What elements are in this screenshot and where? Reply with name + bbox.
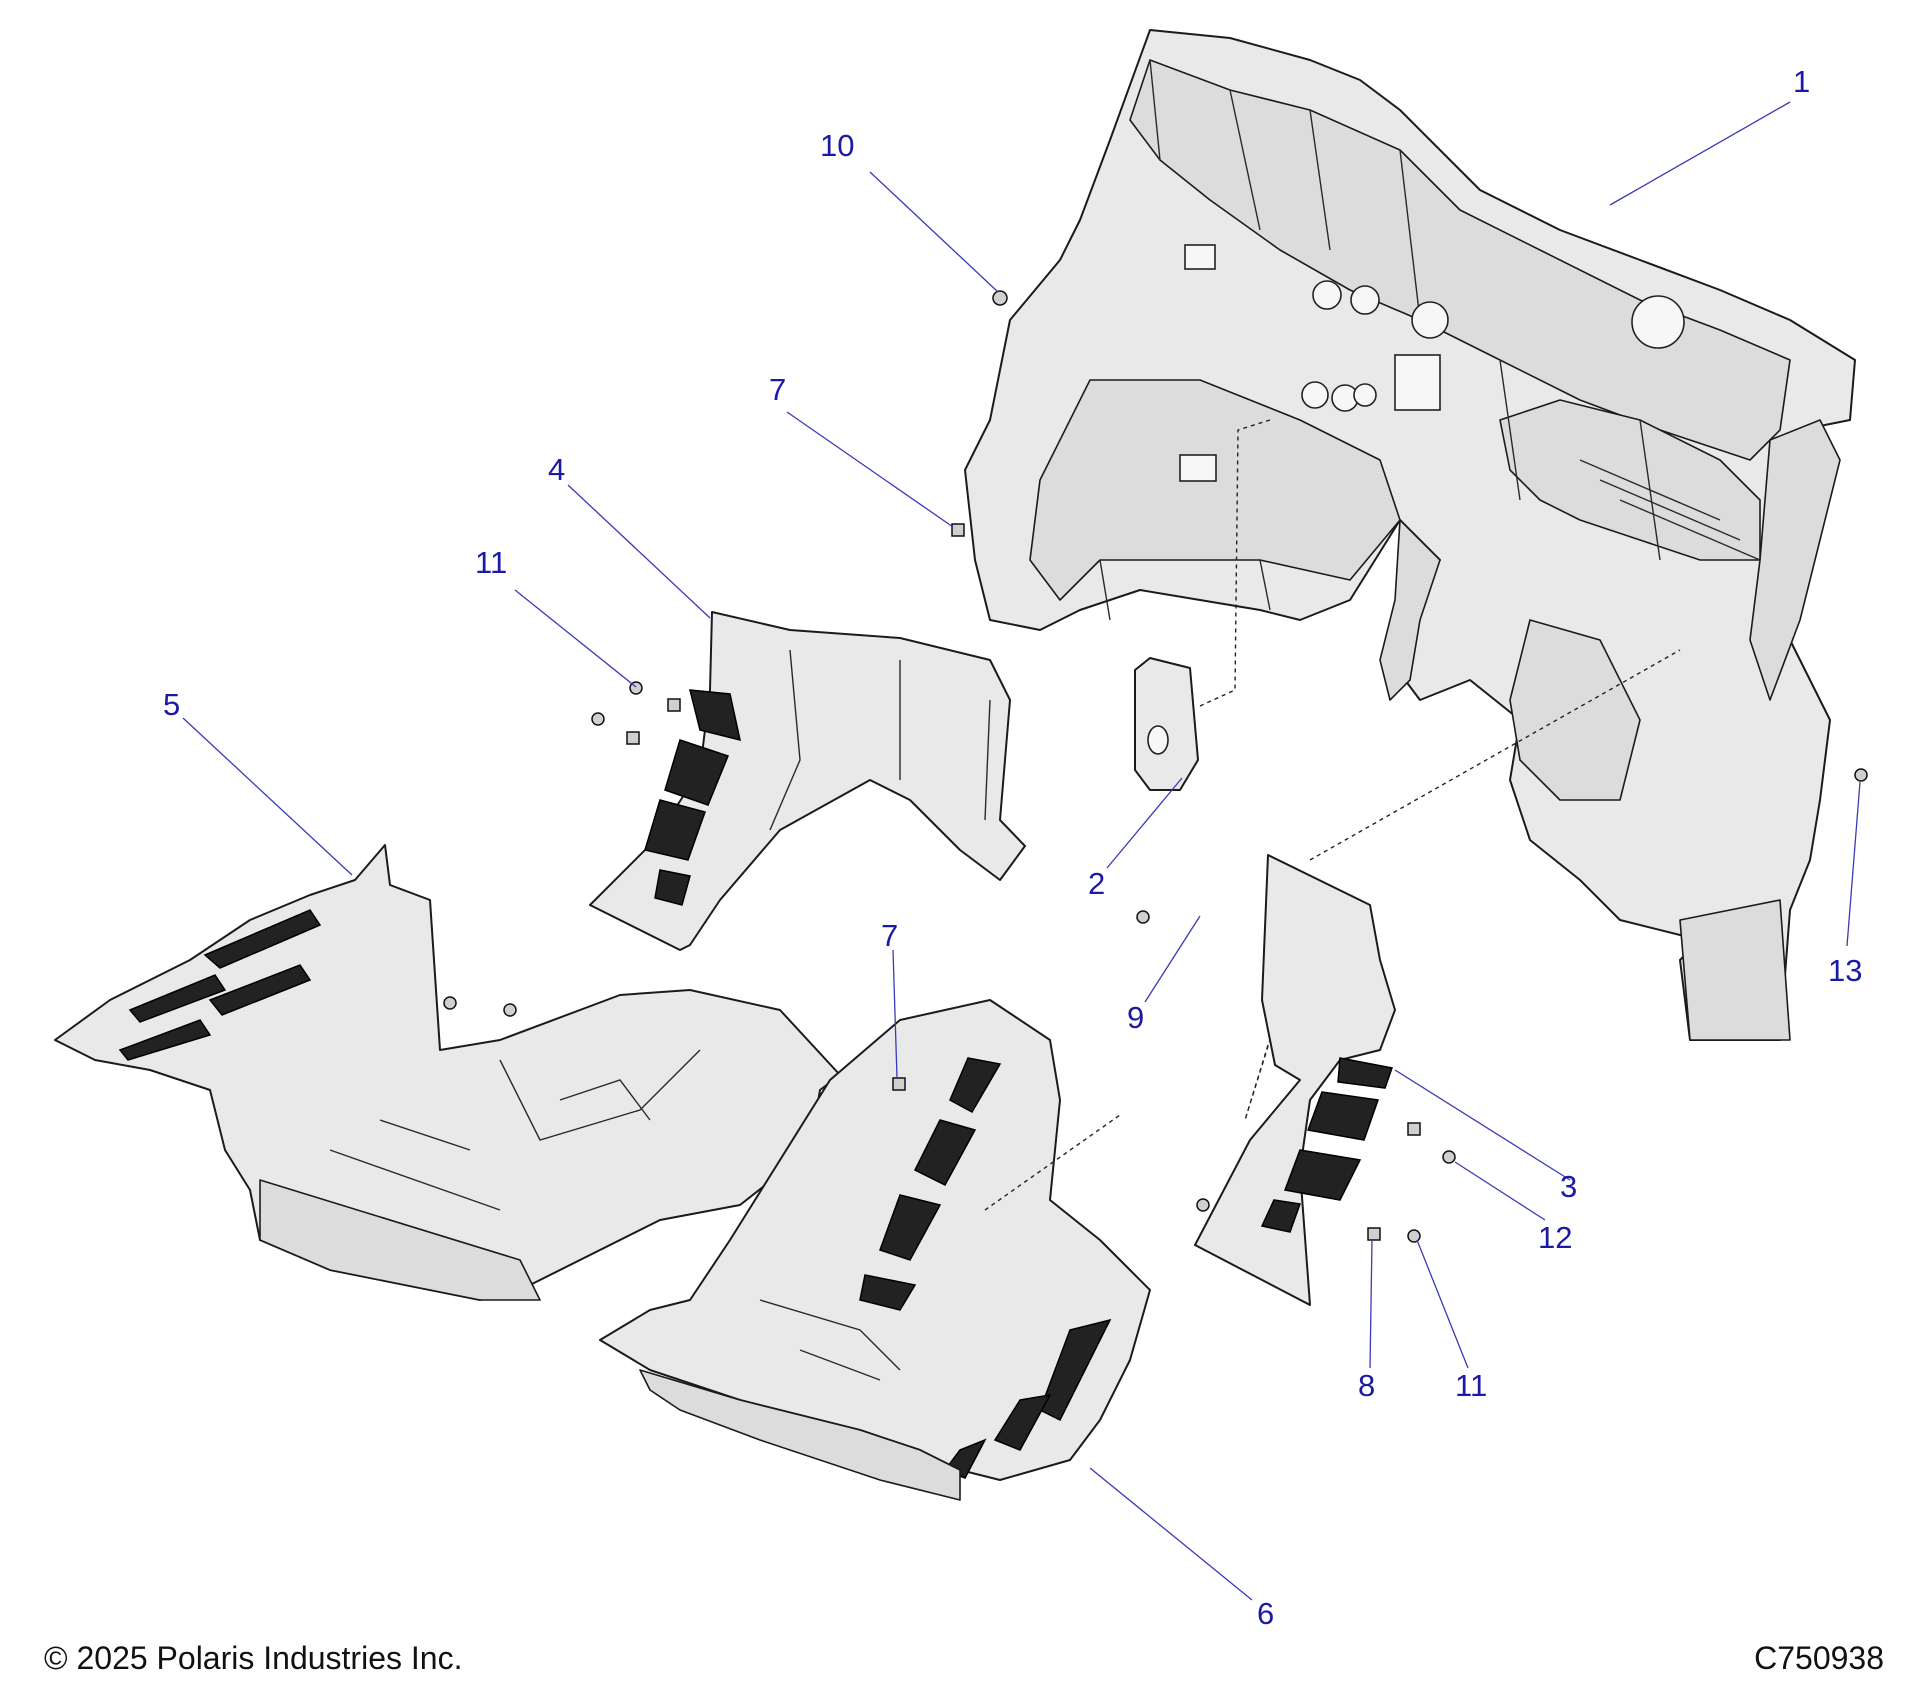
callout-6: 6 <box>1257 1596 1274 1631</box>
callout-1: 1 <box>1793 64 1810 99</box>
callout-11-lower: 11 <box>1455 1368 1487 1403</box>
part-6-floor-pan-right <box>599 999 1151 1501</box>
callout-labels: 1 2 3 4 5 6 7 7 8 9 10 11 11 12 13 <box>163 64 1862 1631</box>
callout-13: 13 <box>1828 953 1862 988</box>
callout-7-lower: 7 <box>881 918 898 953</box>
copyright-text: © 2025 Polaris Industries Inc. <box>44 1640 463 1676</box>
callout-4: 4 <box>548 452 565 487</box>
callout-9: 9 <box>1127 1000 1144 1035</box>
callout-10: 10 <box>820 128 854 163</box>
callout-8: 8 <box>1358 1368 1375 1403</box>
fasteners <box>443 290 1868 1243</box>
callout-3: 3 <box>1560 1169 1577 1204</box>
part-2-cover-plate <box>1134 419 1271 791</box>
figure-code: C750938 <box>1754 1640 1884 1676</box>
callout-2: 2 <box>1088 866 1105 901</box>
callout-11-upper: 11 <box>475 545 507 580</box>
callout-7-upper: 7 <box>769 372 786 407</box>
part-4-kick-panel-left <box>589 611 1026 951</box>
callout-5: 5 <box>163 687 180 722</box>
part-5-floor-pan-left <box>54 844 841 1301</box>
part-3-kick-panel-right <box>1194 649 1681 1306</box>
callout-12: 12 <box>1538 1220 1572 1255</box>
leader-lines <box>182 101 1861 1601</box>
